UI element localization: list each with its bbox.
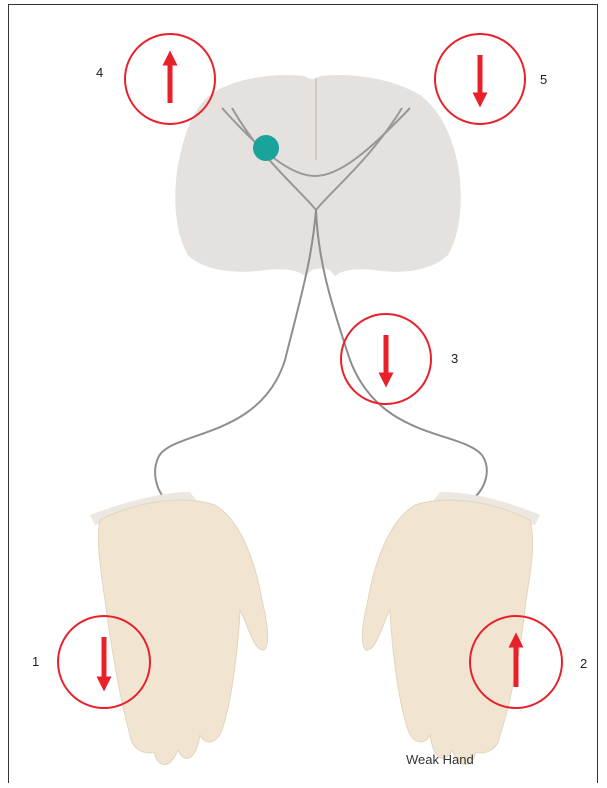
lesion-marker bbox=[253, 135, 279, 161]
marker-4 bbox=[125, 34, 215, 124]
right-hand bbox=[362, 492, 540, 765]
marker-3-label: 3 bbox=[451, 351, 458, 366]
marker-4-label: 4 bbox=[96, 65, 103, 80]
left-hand-shape bbox=[98, 500, 267, 765]
marker-3 bbox=[341, 314, 431, 404]
marker-2-label: 2 bbox=[580, 656, 587, 671]
brain bbox=[175, 75, 461, 276]
marker-5-label: 5 bbox=[540, 72, 547, 87]
left-hand bbox=[90, 492, 268, 765]
marker-1-label: 1 bbox=[32, 654, 39, 669]
marker-5 bbox=[435, 34, 525, 124]
weak-hand-caption: Weak Hand bbox=[406, 752, 474, 767]
right-hand-shape bbox=[362, 500, 532, 765]
